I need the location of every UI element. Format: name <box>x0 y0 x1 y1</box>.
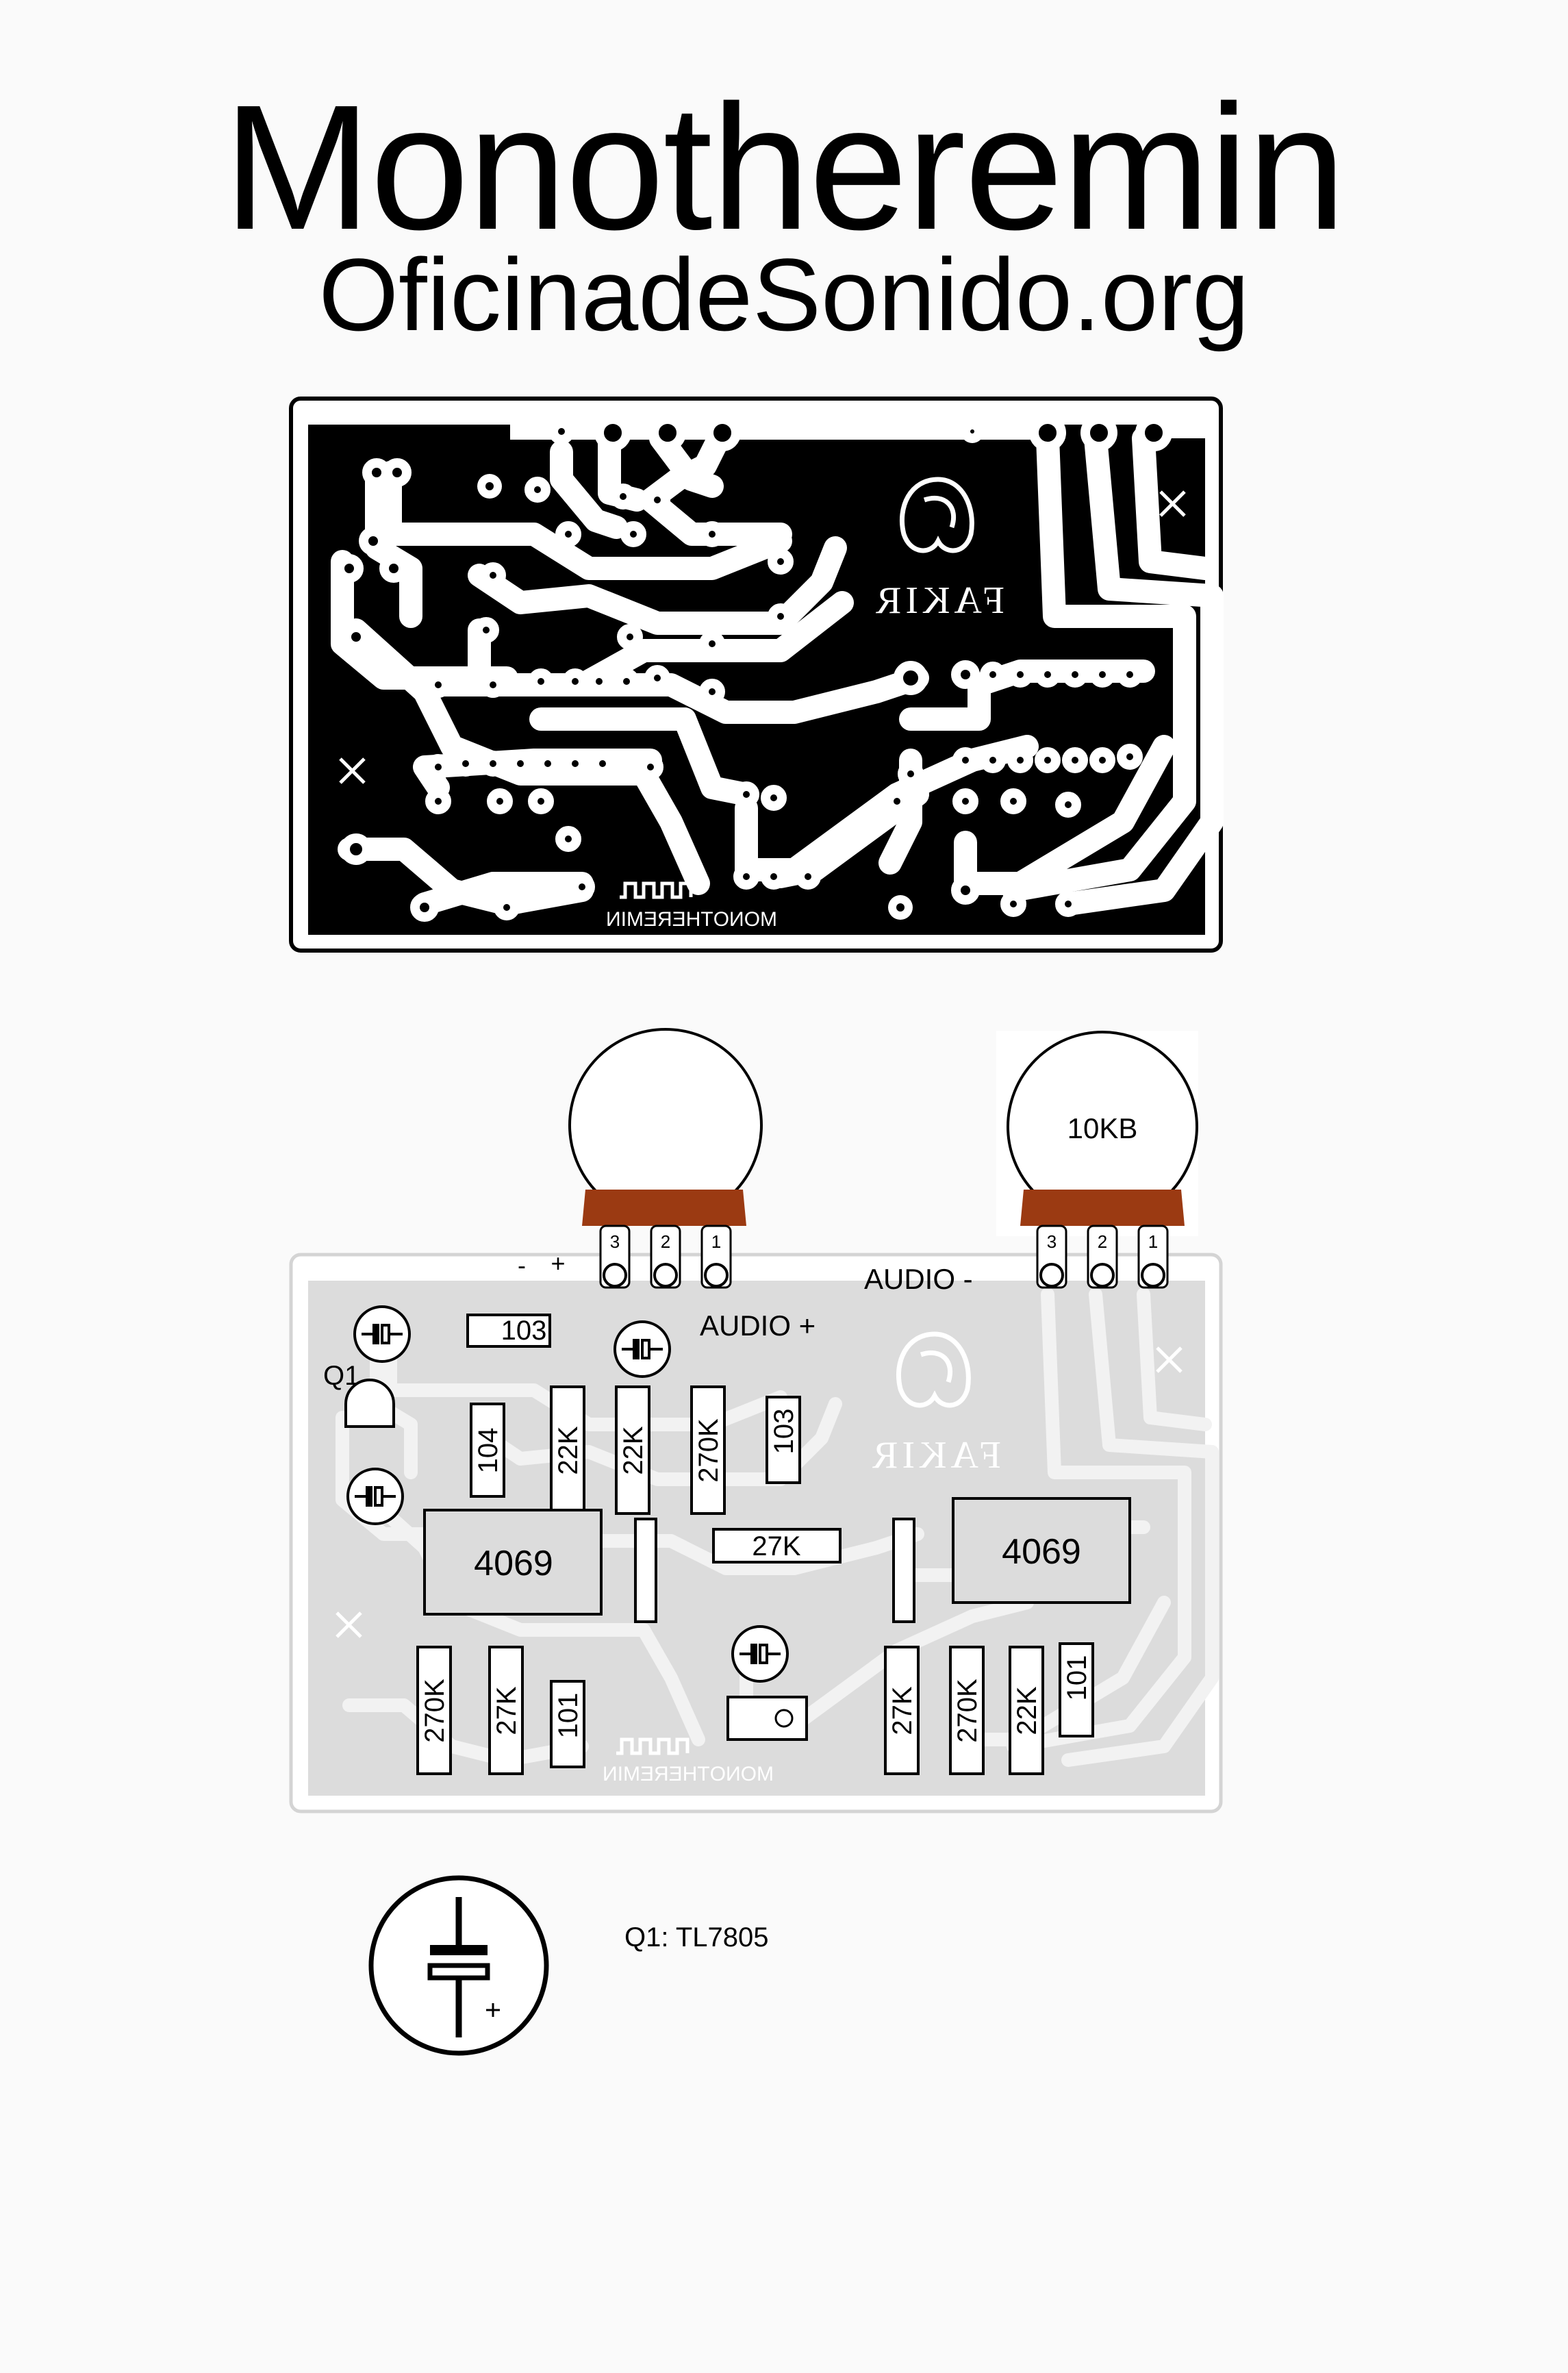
ic-left-label: 4069 <box>474 1544 553 1583</box>
jumper-left <box>634 1518 657 1623</box>
resistor-27k-br <box>884 1646 920 1775</box>
resistor-27k-mid-label: 27K <box>752 1531 800 1561</box>
capacitor-101-right <box>1059 1642 1094 1737</box>
ic-4069-right: 4069 <box>952 1497 1131 1604</box>
resistor-270k-top <box>690 1385 726 1515</box>
capacitor-polarity-legend-icon <box>368 1875 549 2056</box>
cross-mark-icon <box>339 490 1186 784</box>
potentiometer-left: 3 2 1 <box>568 1028 763 1289</box>
capacitor-103-top-label: 103 <box>501 1316 547 1346</box>
power-minus-label: - <box>518 1251 526 1279</box>
resistor-270k-bl-label: 270K <box>420 1679 450 1743</box>
resistor-270k-top-label: 270K <box>694 1418 724 1483</box>
component-layout-view: FAKIR MONOTHEREMIN 3 2 1 10KB <box>289 1028 1223 1813</box>
connector-block <box>726 1696 808 1741</box>
power-plus-label: + <box>551 1249 565 1277</box>
resistor-22k-br <box>1009 1646 1044 1775</box>
capacitor-101-left-label: 101 <box>553 1693 583 1739</box>
pot-left-pin-1: 1 <box>711 1231 721 1252</box>
layout-brand-label: FAKIR <box>868 1434 1001 1477</box>
resistor-22k-b <box>615 1385 650 1515</box>
potentiometer-right: 10KB 3 2 1 <box>996 1031 1198 1289</box>
resistor-270k-br <box>949 1646 985 1775</box>
connector-pad-icon <box>774 1709 794 1728</box>
pcb-brand-label: FAKIR <box>872 579 1004 622</box>
capacitor-101-right-label: 101 <box>1062 1655 1092 1701</box>
pcb-copper-view: FAKIR MONOTHEREMIN <box>289 397 1224 953</box>
cross-mark-icon <box>336 1346 1183 1638</box>
resistor-22k-b-label: 22K <box>618 1426 648 1474</box>
audio-plus-label: AUDIO + <box>700 1309 815 1342</box>
wave-logo-icon <box>620 881 693 899</box>
pot-right-pin-3: 3 <box>1047 1231 1057 1252</box>
resistor-22k-a-label: 22K <box>553 1426 583 1474</box>
ic-right-label: 4069 <box>1002 1532 1081 1572</box>
capacitor-104-label: 104 <box>473 1428 503 1474</box>
capacitor-103-right <box>766 1396 801 1484</box>
pot-right-pin-2: 2 <box>1098 1231 1107 1252</box>
resistor-22k-br-label: 22K <box>1012 1686 1042 1735</box>
audio-minus-label: AUDIO - <box>864 1263 973 1295</box>
pot-left-pin-2: 2 <box>661 1231 670 1252</box>
mounting-hole-icon <box>477 474 913 920</box>
pot-right-label: 10KB <box>1067 1112 1138 1144</box>
pcb-pads <box>335 414 1172 922</box>
capacitor-103-top <box>466 1314 551 1348</box>
ic-4069-left: 4069 <box>423 1509 603 1616</box>
resistor-27k-br-label: 27K <box>887 1686 918 1735</box>
capacitor-103-right-label: 103 <box>769 1409 799 1455</box>
resistor-27k-bl-label: 27K <box>492 1686 522 1735</box>
resistor-22k-a <box>550 1385 585 1515</box>
page-subtitle: OficinadeSonido.org <box>318 237 1250 352</box>
electrolytic-capacitor-icon <box>346 1305 789 1683</box>
capacitor-101-left <box>550 1680 585 1768</box>
fakir-logo-icon <box>896 1331 971 1408</box>
page-title: Monotheremin <box>223 68 1346 267</box>
capacitor-104 <box>470 1403 505 1498</box>
q1-part-note: Q1: TL7805 <box>624 1922 769 1953</box>
fakir-logo-icon <box>899 477 974 553</box>
pot-left-pin-3: 3 <box>610 1231 620 1252</box>
wave-logo-icon <box>616 1737 690 1755</box>
resistor-270k-br-label: 270K <box>952 1679 983 1743</box>
pcb-board-label: MONOTHEREMIN <box>606 908 777 931</box>
pot-right-pin-1: 1 <box>1148 1231 1158 1252</box>
resistor-27k-bl <box>488 1646 524 1775</box>
layout-board-label: MONOTHEREMIN <box>603 1763 774 1785</box>
resistor-27k-mid <box>712 1528 842 1564</box>
jumper-right <box>892 1518 915 1623</box>
regulator-q1-icon <box>344 1379 395 1428</box>
resistor-270k-bl <box>416 1646 452 1775</box>
